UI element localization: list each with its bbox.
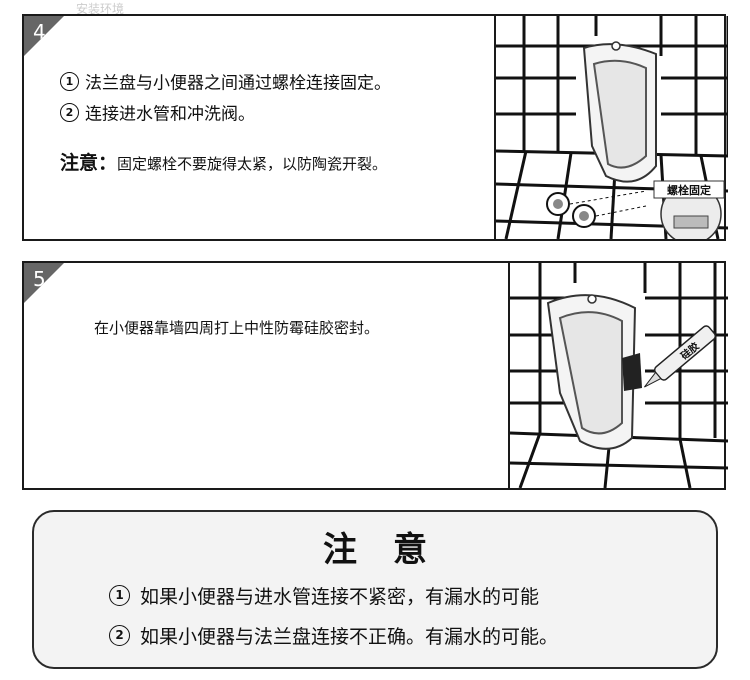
step-4-note-label: 注意： — [60, 152, 118, 174]
warning-item-2-text: 如果小便器与法兰盘连接不正确。有漏水的可能。 — [140, 626, 559, 648]
step-4-note: 注意：固定螺栓不要旋得太紧，以防陶瓷开裂。 — [60, 154, 387, 173]
step-5-panel: 5 在小便器靠墙四周打上中性防霉硅胶密封。 — [22, 261, 729, 490]
faint-header-text: 安装环境 — [76, 2, 125, 16]
circled-number-1: 1 — [60, 72, 79, 91]
callout-label: 螺栓固定 — [667, 183, 711, 197]
step-5-number-badge: 5 — [24, 263, 64, 303]
warning-item-1: 1 如果小便器与进水管连接不紧密，有漏水的可能 — [109, 582, 539, 609]
step-4-line-2-text: 连接进水管和冲洗阀。 — [85, 104, 255, 125]
urinal-sealant-illustration: 硅胶 — [509, 263, 729, 489]
urinal-bolt-illustration: 螺栓固定 — [495, 16, 730, 245]
step-4-note-text: 固定螺栓不要旋得太紧，以防陶瓷开裂。 — [117, 155, 388, 173]
warning-item-1-text: 如果小便器与进水管连接不紧密，有漏水的可能 — [140, 586, 540, 608]
step-4-line-2: 2 连接进水管和冲洗阀。 — [60, 103, 255, 125]
step-4-line-1-text: 法兰盘与小便器之间通过螺栓连接固定。 — [85, 73, 391, 94]
step-4-illustration: 螺栓固定 — [494, 16, 730, 245]
warning-panel: 注意 1 如果小便器与进水管连接不紧密，有漏水的可能 2 如果小便器与法兰盘连接不正… — [32, 510, 718, 669]
step-5-illustration: 硅胶 — [508, 263, 729, 489]
step-4-panel: 4 1 法兰盘与小便器之间通过螺栓连接固定。 2 连接进水管和冲洗阀。 注意：固定螺… — [22, 14, 730, 245]
circled-number-2: 2 — [109, 625, 130, 646]
step-5-text: 在小便器靠墙四周打上中性防霉硅胶密封。 — [94, 319, 380, 337]
step-4-number-badge: 4 — [24, 16, 64, 56]
step-5-number: 5 — [33, 267, 46, 291]
warning-title: 注意 — [323, 530, 463, 570]
circled-number-1: 1 — [109, 585, 130, 606]
step-4-line-1: 1 法兰盘与小便器之间通过螺栓连接固定。 — [60, 72, 391, 94]
circled-number-2: 2 — [60, 103, 79, 122]
step-4-number: 4 — [33, 20, 46, 44]
warning-item-2: 2 如果小便器与法兰盘连接不正确。有漏水的可能。 — [109, 622, 558, 649]
